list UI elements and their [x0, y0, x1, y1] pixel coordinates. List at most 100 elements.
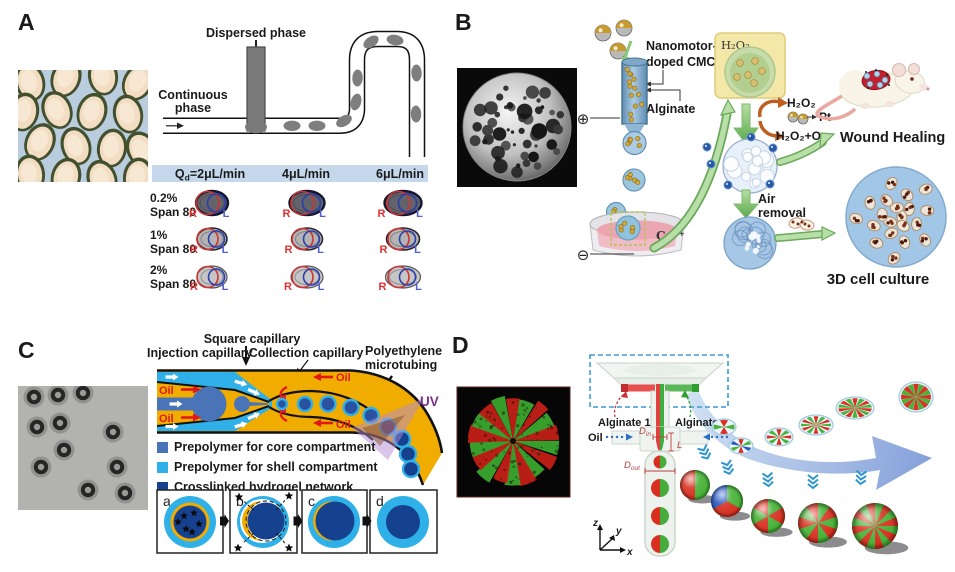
highlight-dashed-box [610, 211, 646, 246]
d-in-label: Din [639, 426, 651, 438]
air-removal-arrow [732, 189, 760, 219]
legend-swatch-shell [157, 462, 168, 473]
continuous-phase-label: Continuous [158, 88, 227, 102]
axis-y-label: y [615, 526, 622, 537]
janus-nanomotors-icon [594, 19, 633, 60]
row-label-1-surf: Span 80 [150, 242, 196, 256]
flow-arrows [165, 373, 260, 430]
droplet-l-label: L [414, 244, 421, 256]
cell-culture-arrow [821, 226, 837, 242]
legend-label-core: Prepolymer for core compartment [174, 440, 376, 454]
nanomotor-cmc-label: Nanomotor- [646, 39, 717, 53]
dimension-markers: Din L Dout [624, 426, 682, 474]
catalysis-arrow-up [778, 97, 788, 108]
subpanel-letter: d [376, 493, 384, 509]
alginate-label: Alginate [646, 102, 695, 116]
droplet-r-label: R [379, 281, 387, 293]
growth-swoosh-arrow [686, 390, 932, 490]
svg-text:doped CMC: doped CMC [646, 55, 715, 69]
row-label-2-pct: 2% [150, 263, 168, 277]
flow-rate-header-1: Qd=2μL/min [175, 167, 245, 183]
panel-c: C Square capillary Injection capillary C… [18, 332, 444, 554]
subpanel-letter: c [308, 493, 315, 509]
cathode-symbol: ⊖ [577, 247, 590, 264]
sem-porous-sphere [462, 72, 572, 182]
injection-capillary-label: Injection capillary [147, 346, 253, 360]
microsphere-in-dish [615, 215, 641, 241]
droplet-l-label: L [318, 281, 325, 293]
collection-tube [644, 450, 676, 557]
droplet-r-label: R [378, 208, 386, 220]
square-capillary-label: Square capillary [204, 332, 301, 346]
legend-label-shell: Prepolymer for shell compartment [174, 460, 378, 474]
mouse-illustration [815, 63, 930, 121]
pinwheel-spheres [680, 470, 909, 555]
svg-text:microtubing: microtubing [365, 358, 437, 372]
panel-d-label: D [452, 332, 469, 358]
droplet-r-label: R [189, 208, 197, 220]
droplet-r-label: R [380, 244, 388, 256]
panel-a-label: A [18, 9, 35, 35]
axis-x-label: x [626, 547, 633, 558]
oil-flow-dots [605, 433, 729, 441]
droplet-r-label: R [284, 281, 292, 293]
flow-rate-header-band [152, 165, 428, 182]
flow-rate-header-2: 4μL/min [282, 167, 330, 181]
subpanel-letter: b [236, 493, 244, 509]
l-label: L [677, 440, 682, 451]
reaction-h2o2-label: H₂O₂ [787, 96, 816, 110]
transfer-arrow [719, 98, 736, 116]
flow-rate-header-3: 6μL/min [376, 167, 424, 181]
droplet-r-label: R [283, 208, 291, 220]
chevron-arrows [697, 444, 868, 490]
legend-swatch-core [157, 442, 168, 453]
droplet-l-label: L [223, 208, 230, 220]
oxygen-bubbles [702, 132, 778, 190]
uv-label: UV [420, 394, 439, 409]
core-shell-droplets [23, 386, 136, 504]
droplet-l-label: L [416, 208, 423, 220]
cell-culture-label: 3D cell culture [827, 271, 930, 288]
microfluidic-device [595, 362, 725, 557]
uv-beam [352, 398, 424, 460]
legend-swatch-network [157, 482, 168, 493]
row-label-2-surf: Span 80 [150, 277, 196, 291]
janus-pt-icon [787, 111, 809, 125]
panel-a: A Dispersed phase Continuous phase Qd=2μ… [18, 9, 428, 293]
alginate-1-label: Alginate 1 [598, 417, 651, 429]
axis-z-label: z [592, 518, 598, 529]
cells-icon [788, 217, 815, 231]
oil-label-top-right: Oil [336, 372, 351, 384]
droplet-l-label: L [222, 281, 229, 293]
svg-text:removal: removal [758, 206, 806, 220]
oil-label-bottom-right: Oil [336, 419, 351, 431]
reaction-product-label: H₂O₂+O₂ [776, 129, 826, 143]
droplet-r-label: R [190, 244, 198, 256]
micrograph-egg-droplets [18, 70, 148, 182]
air-removal-label: Air [758, 192, 776, 206]
oil-label-top-left: Oil [159, 385, 174, 397]
oil-label-bottom-left: Oil [159, 413, 174, 425]
wound-healing-label: Wound Healing [840, 130, 945, 146]
panel-b-label: B [455, 9, 472, 35]
catalysis-arrow-down [775, 131, 785, 141]
coordinate-axes: z y x [592, 518, 633, 558]
anode-symbol: ⊕ [577, 111, 590, 128]
droplet-r-label: R [285, 244, 293, 256]
oil-label: Oil [588, 432, 603, 444]
polyethylene-label: Polyethylene [365, 344, 442, 358]
dispersed-phase-label: Dispersed phase [206, 26, 306, 40]
droplet-r-label: R [190, 281, 198, 293]
svg-text:phase: phase [175, 101, 211, 115]
wound-healing-arrow [819, 132, 836, 150]
pinwheel-disks [711, 381, 934, 455]
panel-c-label: C [18, 337, 35, 363]
d-out-label: Dout [624, 460, 641, 472]
janus-droplets-in-tube [651, 455, 669, 553]
subpanel-letter: a [163, 493, 171, 509]
row-label-0-pct: 0.2% [150, 191, 178, 205]
row-label-1-pct: 1% [150, 228, 168, 242]
pinwheel-microsphere-image [466, 396, 560, 487]
